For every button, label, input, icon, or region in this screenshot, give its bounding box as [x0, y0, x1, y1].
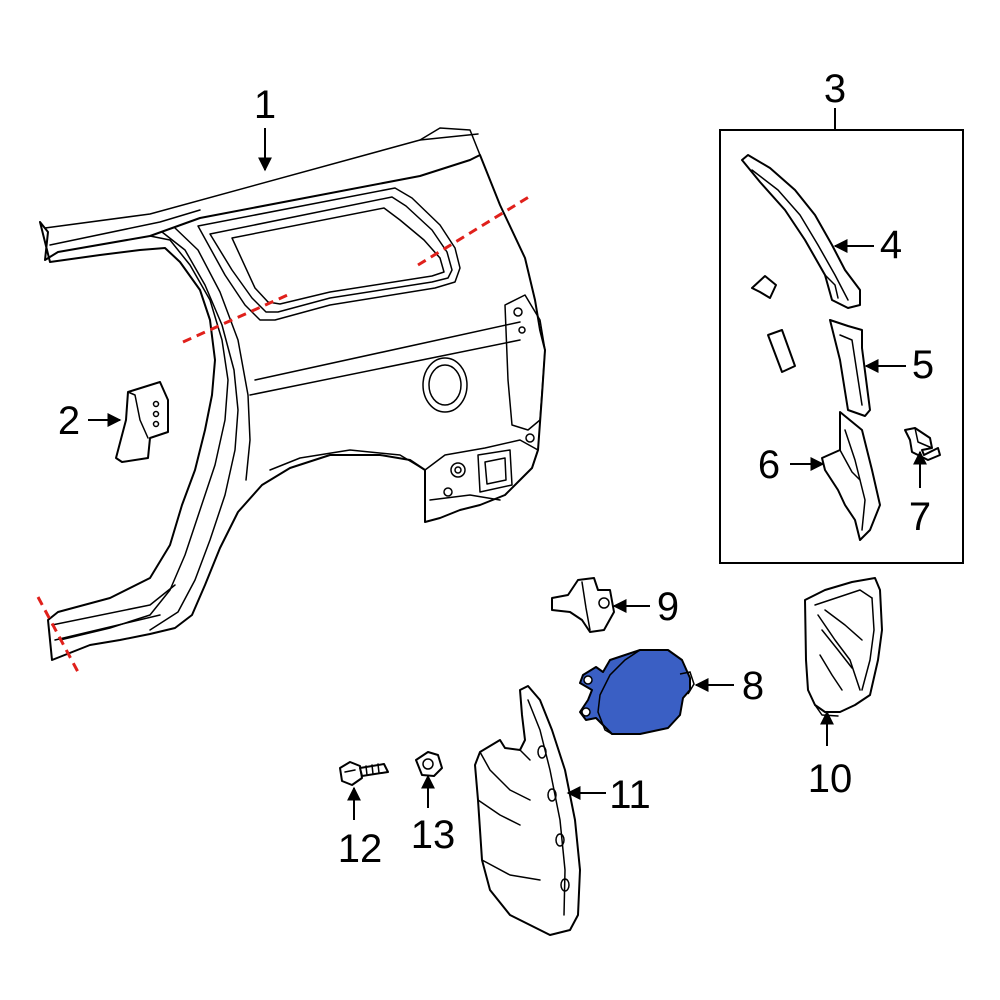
quarter-panel[interactable]	[39, 127, 546, 661]
callout-2: 2	[58, 399, 80, 443]
fuel-door-hinge[interactable]	[551, 577, 615, 633]
filler-housing[interactable]	[804, 577, 883, 717]
callout-labels: 1 2 3 4 5 6 7 8 9 10 11 12 13	[58, 67, 934, 871]
leader-lines	[88, 108, 927, 820]
inner-panel[interactable]	[829, 319, 871, 417]
callout-5: 5	[912, 343, 934, 387]
small-clip	[751, 275, 777, 299]
cut-line-roof	[417, 193, 533, 267]
callout-13: 13	[411, 813, 456, 857]
cut-line-pillar	[182, 291, 293, 344]
callout-1: 1	[254, 83, 276, 127]
small-patch	[767, 329, 796, 373]
lower-extension[interactable]	[821, 411, 881, 541]
callout-11: 11	[609, 773, 651, 817]
pillar-reinforcement[interactable]	[741, 154, 861, 309]
callout-9: 9	[657, 585, 679, 629]
bolt[interactable]	[339, 761, 389, 786]
callout-6: 6	[758, 443, 780, 487]
callout-4: 4	[880, 223, 902, 267]
cut-lines	[36, 193, 533, 673]
bracket-part[interactable]	[115, 381, 169, 463]
callout-10: 10	[808, 757, 853, 801]
small-bracket[interactable]	[904, 427, 941, 461]
push-clip[interactable]	[415, 751, 443, 777]
callout-8: 8	[742, 664, 764, 708]
callout-3: 3	[824, 67, 846, 111]
callout-7: 7	[909, 495, 931, 539]
callout-12: 12	[338, 827, 383, 871]
fuel-door[interactable]	[579, 649, 695, 735]
mud-flap[interactable]	[474, 685, 581, 936]
group-box	[719, 129, 964, 564]
